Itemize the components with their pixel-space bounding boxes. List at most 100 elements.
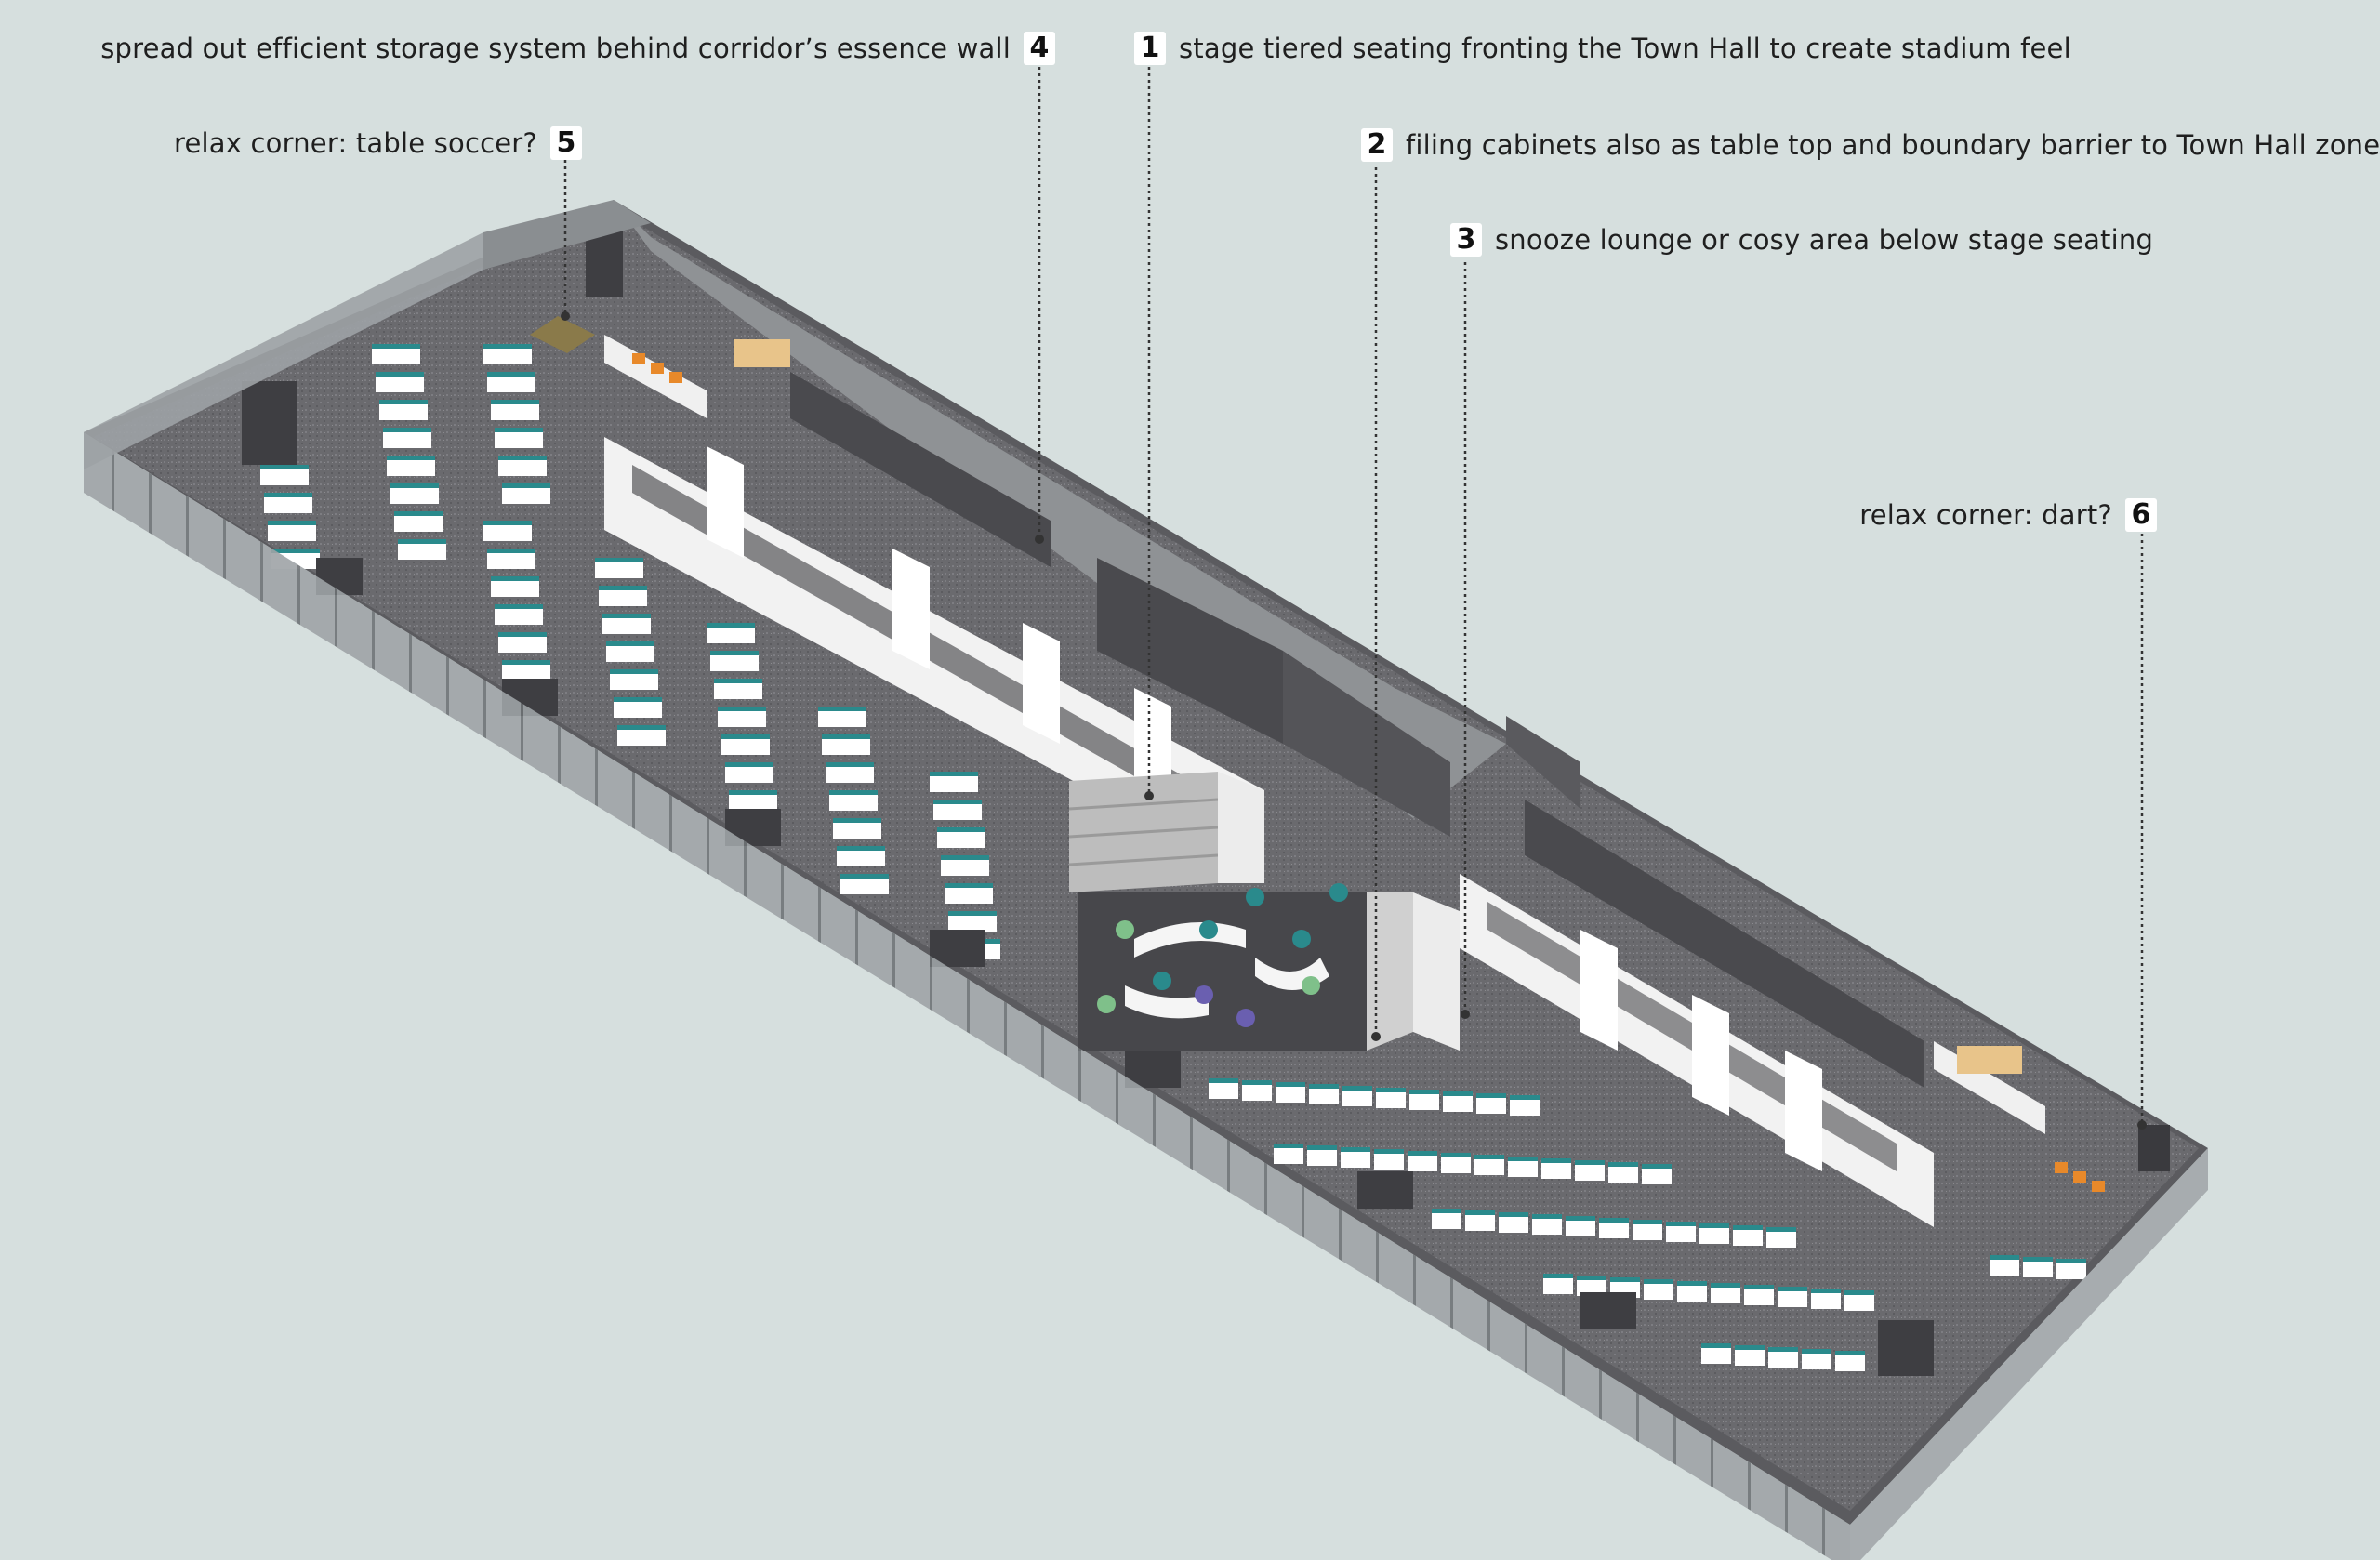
desk [1543,1274,1573,1294]
corridor-walls [614,200,1924,1088]
callout-3: 3 snooze lounge or cosy area below stage… [1450,223,2153,257]
desk [1309,1084,1339,1104]
callout-2: 2 filing cabinets also as table top and … [1361,128,2380,162]
desk [483,521,532,541]
stage-seating-lower [1367,892,1460,1051]
desk [394,511,443,532]
desk-screen [725,762,774,767]
desk [1443,1091,1473,1112]
desk [595,558,643,578]
desk [483,344,532,364]
desk-screen [599,586,647,590]
desk [1276,1082,1305,1103]
desk [1441,1153,1471,1173]
glass-facade [84,200,2208,1560]
desk [372,344,420,364]
desk-screen [502,483,550,488]
desk [1209,1078,1238,1099]
desk [837,846,885,866]
desk-screen [1476,1093,1506,1098]
desk-screen [1499,1212,1528,1217]
desk [498,632,547,653]
desk-screen [495,428,543,432]
desk-screen [1276,1082,1305,1087]
desk [487,549,536,569]
callout-number-badge: 6 [2125,498,2157,532]
desk-screen [1341,1147,1370,1152]
callout-number-badge: 3 [1450,223,1482,257]
workstation-rows-lower [1209,1078,2086,1371]
desk [1644,1279,1673,1300]
desk-screen [721,734,770,739]
desk-screen [1532,1214,1562,1219]
desk-screen [1633,1220,1662,1224]
desk-screen [372,344,420,349]
desk [1733,1225,1763,1246]
desk [1465,1210,1495,1231]
desk [606,641,654,662]
desk [1677,1281,1707,1302]
desk [502,660,550,681]
desk [840,874,889,894]
desk [818,707,866,727]
desk [1476,1093,1506,1114]
desk [398,539,446,560]
desk [487,372,536,392]
desk-screen [487,549,536,553]
desk [617,725,666,746]
desk [1508,1157,1538,1177]
meeting-rooms-lower [1460,874,1934,1227]
desk-screen [383,428,431,432]
callout-text: spread out efficient storage system behi… [100,33,1011,64]
desk [1766,1227,1796,1248]
desk-screen [948,911,997,916]
callout-text: filing cabinets also as table top and bo… [1406,129,2380,161]
desk-screen [379,400,428,404]
desk-screen [1744,1285,1774,1289]
desk-screen [264,493,312,497]
desk [502,483,550,504]
desk-screen [707,623,755,628]
desk-screen [617,725,666,730]
desk-screen [610,669,658,674]
desk-screen [595,558,643,562]
desk [1711,1283,1740,1303]
desk [718,707,766,727]
table-soccer [530,316,595,353]
desk-screen [1844,1290,1874,1295]
desk-screen [829,790,878,795]
desk-screen [1802,1349,1831,1354]
desk [1744,1285,1774,1305]
desk-screen [1566,1216,1595,1221]
desk-screen [1575,1160,1605,1165]
desk [725,762,774,783]
desk-screen [390,483,439,488]
desk-screen [1811,1289,1841,1293]
desk-screen [1599,1218,1629,1223]
desk-screen [818,707,866,711]
desk [495,428,543,448]
desk [495,604,543,625]
desk [1342,1086,1372,1106]
desk-screen [1677,1281,1707,1286]
dart-board-cabinet [2138,1125,2170,1171]
desk [390,483,439,504]
desk-screen [1699,1223,1729,1228]
desk-screen [1432,1209,1461,1213]
desk [614,697,662,718]
desk [1432,1209,1461,1229]
desk [933,800,982,820]
desk-screen [1990,1255,2019,1260]
desk [1778,1287,1807,1307]
desk-screen [502,660,550,665]
town-hall-lounge [1078,883,1367,1051]
desk [710,651,759,671]
desk-screen [1443,1091,1473,1096]
desk-screen [483,521,532,525]
desk-screen [941,855,989,860]
desk-screen [1309,1084,1339,1089]
desk [1633,1220,1662,1240]
desk-screen [822,734,870,739]
desk-screen [1766,1227,1796,1232]
desk [1599,1218,1629,1238]
